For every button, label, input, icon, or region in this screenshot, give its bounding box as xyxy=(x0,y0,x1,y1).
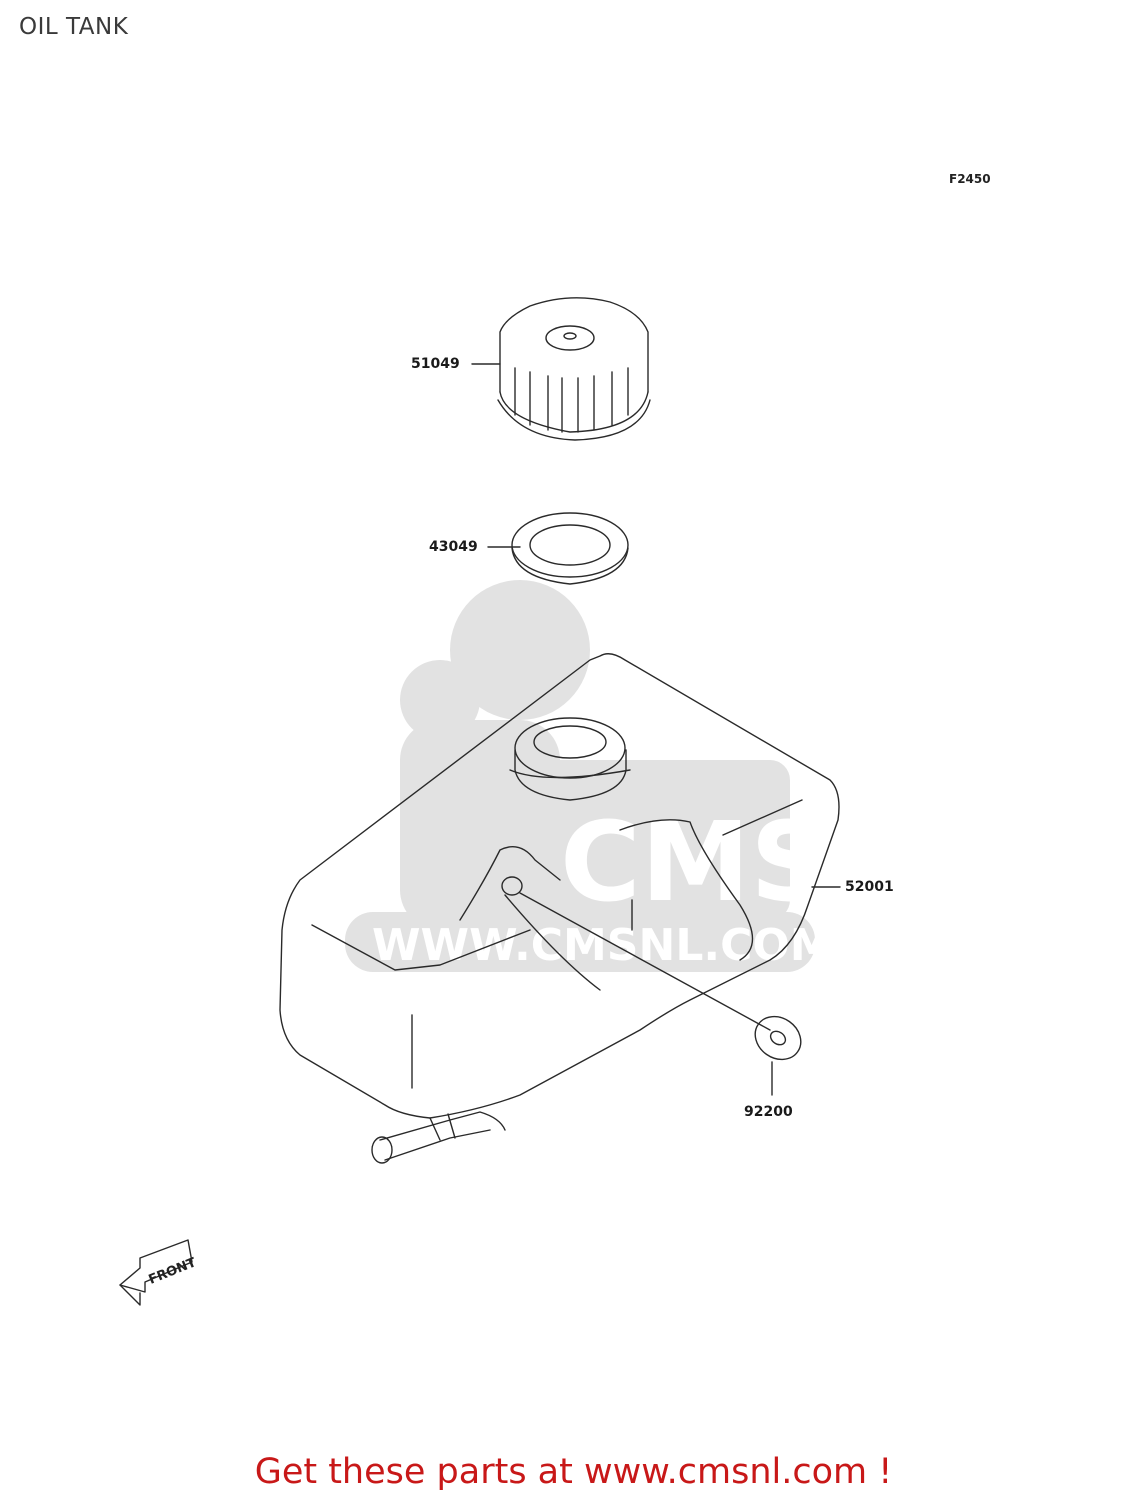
diagram-code: F2450 xyxy=(949,172,991,186)
part-label-gasket[interactable]: 43049 xyxy=(429,539,478,555)
part-label-washer[interactable]: 92200 xyxy=(744,1104,793,1120)
watermark-mascot-body xyxy=(400,720,560,930)
part-label-cap[interactable]: 51049 xyxy=(411,356,460,372)
cap-51049 xyxy=(471,297,651,441)
watermark-url: WWW.CMSNL.COM xyxy=(372,920,834,971)
watermark-logo-text: CMS xyxy=(560,798,829,926)
gasket-43049 xyxy=(487,512,629,585)
front-arrow-icon: FRONT xyxy=(119,1239,198,1306)
footer-link[interactable]: Get these parts at www.cmsnl.com ! xyxy=(254,1452,893,1492)
tank-52001 xyxy=(279,653,841,1164)
watermark: CMS WWW.CMSNL.COM xyxy=(345,580,834,972)
watermark-mascot xyxy=(450,580,590,720)
part-label-tank[interactable]: 52001 xyxy=(845,879,894,895)
watermark-logo-box xyxy=(540,760,790,920)
page-title: OIL TANK xyxy=(19,14,129,40)
washer-92200 xyxy=(754,1015,802,1096)
